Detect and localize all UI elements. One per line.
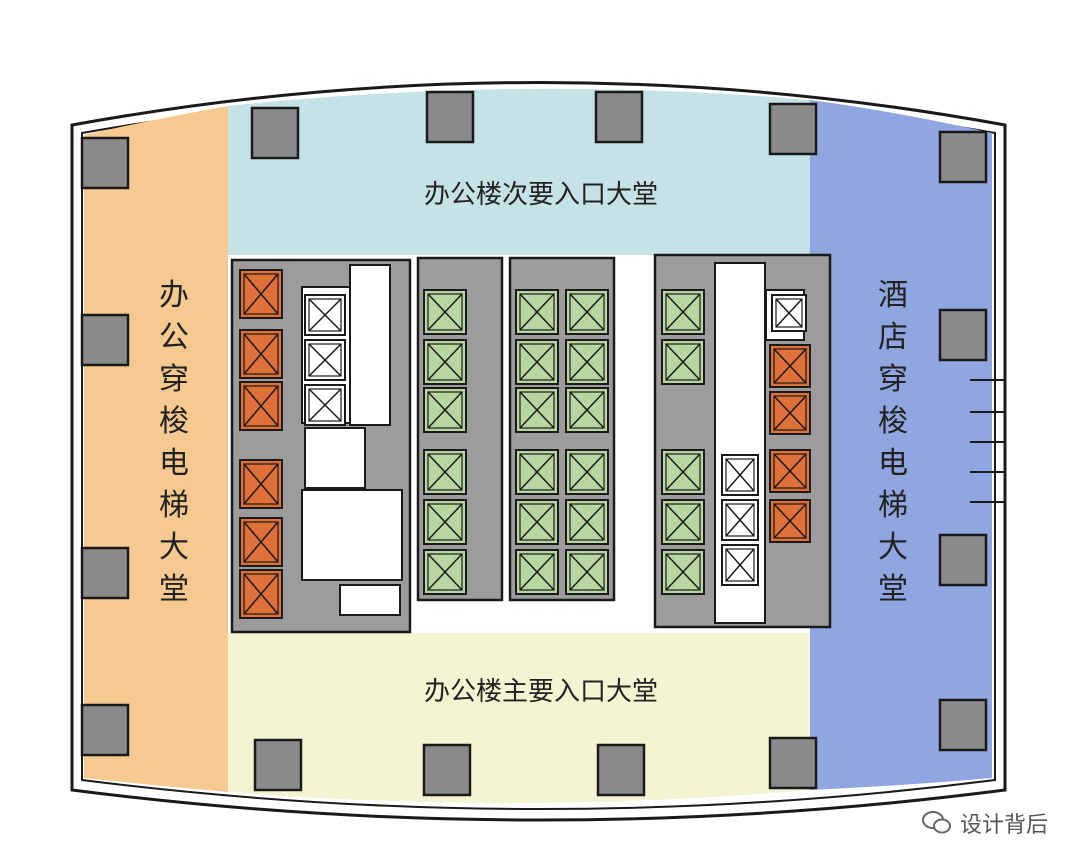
wechat-icon [921, 811, 951, 834]
shuttle-elevator-car [239, 459, 283, 509]
service-elevator-car [721, 499, 759, 541]
structural-columns [80, 90, 988, 797]
office-elevator-car [423, 289, 467, 335]
service-elevator-car [304, 339, 346, 381]
office-elevator-car [515, 549, 559, 595]
structural-column [768, 736, 818, 790]
hotel-shuttle-lobby-zone [810, 100, 992, 790]
structural-column [938, 130, 988, 184]
office-elevator-car [661, 289, 705, 335]
structural-column [80, 136, 130, 190]
service-elevator-car [721, 544, 759, 586]
structural-column [422, 743, 472, 797]
office-shuttle-lobby-label: 办公穿梭电梯大堂 [159, 278, 189, 607]
office-elevator-car [423, 387, 467, 433]
service-elevator-car [771, 294, 807, 332]
office-elevator-car [515, 449, 559, 495]
shuttle-elevator-car [769, 391, 811, 435]
shuttle-elevator-car [769, 344, 811, 388]
service-elevator-car [304, 384, 346, 426]
shuttle-elevator-car [239, 269, 283, 319]
office-elevator-car [661, 499, 705, 545]
office-elevator-car [565, 387, 609, 433]
structural-column [594, 90, 644, 144]
structural-column [938, 308, 988, 362]
office-elevator-car [565, 289, 609, 335]
office-elevator-car [565, 499, 609, 545]
main-lobby-label: 办公楼主要入口大堂 [424, 677, 658, 707]
office-shuttle-lobby-zone [84, 106, 228, 792]
office-elevator-car [423, 499, 467, 545]
structural-column [250, 106, 300, 160]
office-elevator-car [661, 339, 705, 385]
watermark-text: 设计背后 [959, 813, 1048, 838]
office-elevator-car [661, 549, 705, 595]
main-lobby-zone [228, 633, 810, 804]
office-elevator-car [661, 449, 705, 495]
structural-column [80, 313, 130, 367]
office-elevator-car [515, 289, 559, 335]
structural-column [596, 743, 646, 797]
watermark: 设计背后 [921, 807, 1048, 839]
office-elevator-car [423, 449, 467, 495]
office-elevator-car [565, 549, 609, 595]
structural-column [253, 738, 303, 792]
service-elevator-car [304, 294, 346, 336]
structural-column [938, 533, 988, 587]
office-elevator-car [423, 549, 467, 595]
east-entrance-marks [970, 379, 1005, 503]
structural-column [938, 698, 988, 752]
shuttle-elevator-car [239, 381, 283, 431]
structural-column [80, 546, 130, 600]
shuttle-elevator-car [239, 329, 283, 379]
secondary-lobby-label: 办公楼次要入口大堂 [424, 180, 658, 210]
shuttle-elevator-car [769, 449, 811, 493]
shuttle-elevator-car [769, 499, 811, 543]
office-elevator-car [515, 387, 559, 433]
office-elevator-car [515, 499, 559, 545]
office-elevator-car [423, 339, 467, 385]
office-elevator-car [515, 339, 559, 385]
office-elevator-car [565, 339, 609, 385]
secondary-lobby-zone [228, 88, 810, 255]
structural-column [80, 703, 130, 757]
structural-column [425, 90, 475, 144]
shuttle-elevator-car [239, 517, 283, 567]
hotel-shuttle-lobby-label: 酒店穿梭电梯大堂 [878, 278, 908, 607]
elevator-cars [239, 269, 811, 619]
shuttle-elevator-car [239, 569, 283, 619]
structural-column [768, 102, 818, 156]
office-elevator-car [565, 449, 609, 495]
service-elevator-car [721, 454, 759, 496]
